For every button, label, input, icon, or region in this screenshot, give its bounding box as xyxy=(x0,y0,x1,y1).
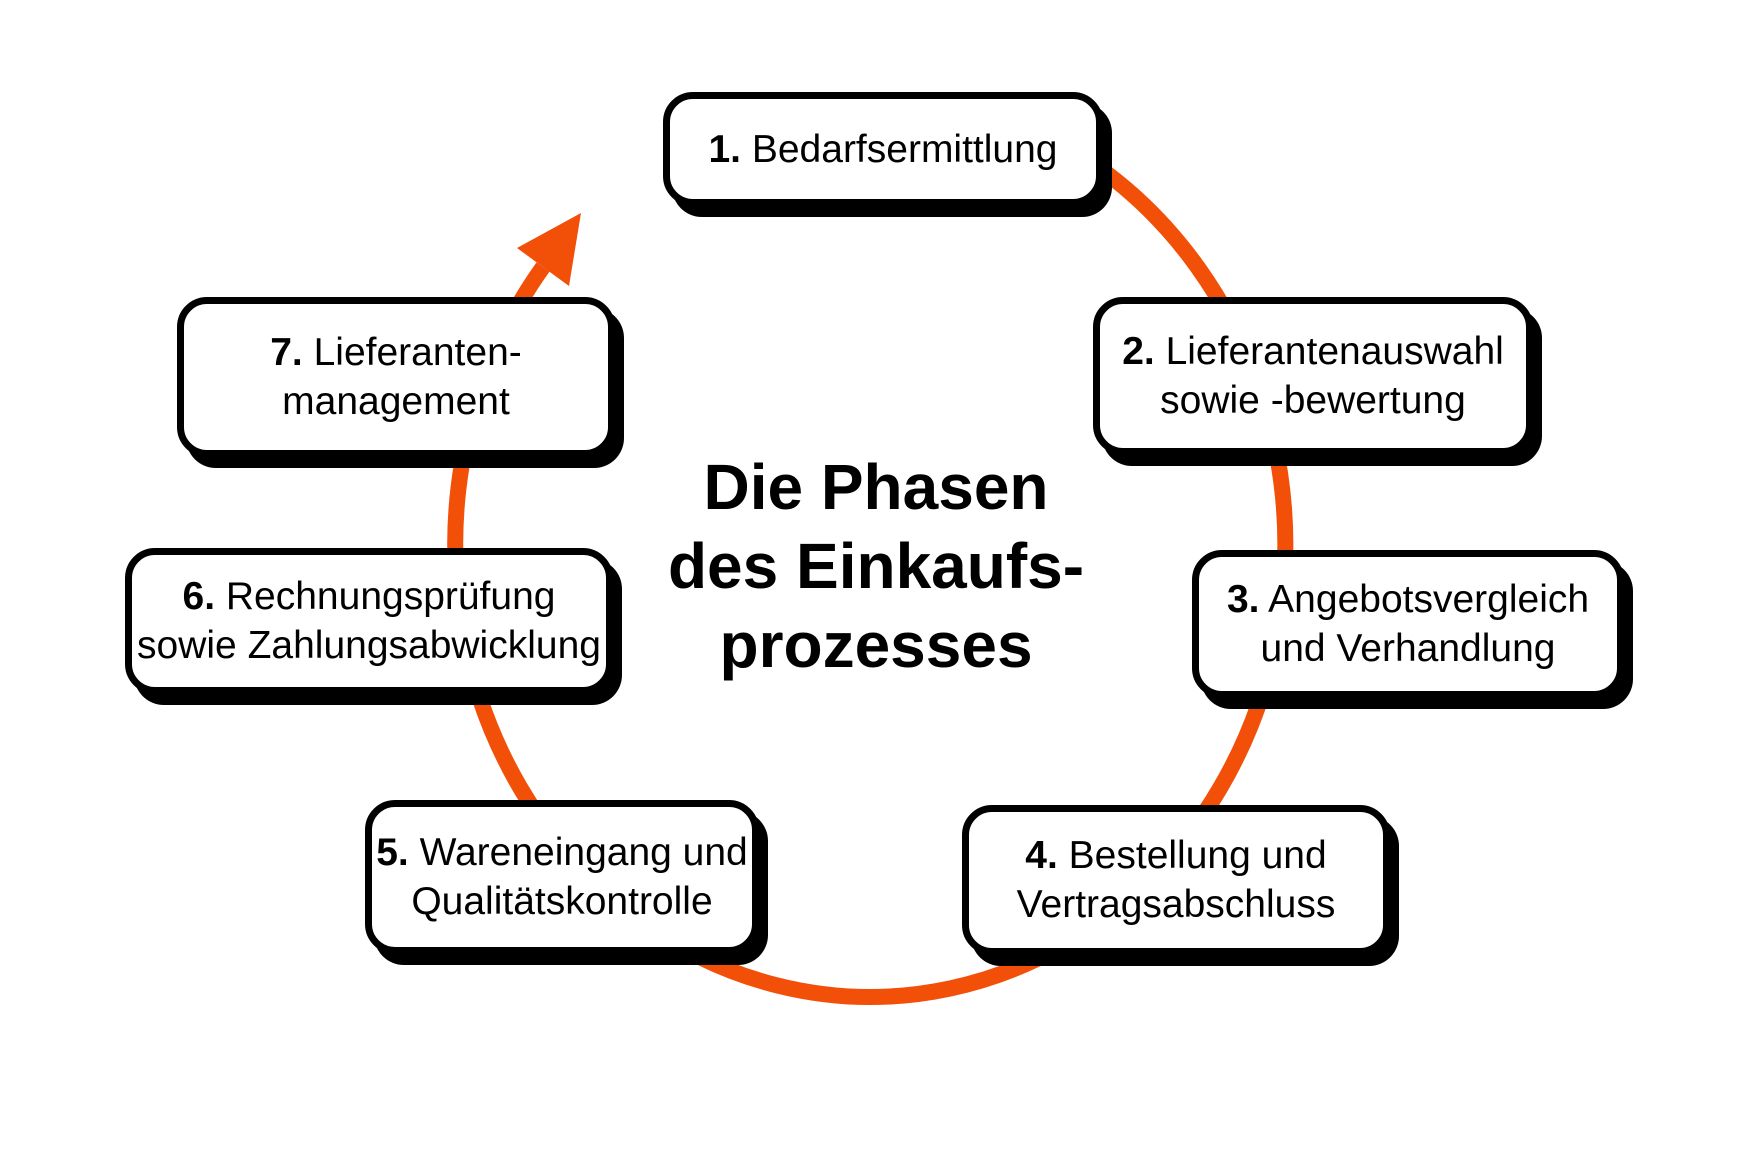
phase-5-number: 5. xyxy=(376,831,409,874)
phase-1-label: Bedarfsermittlung xyxy=(751,127,1058,171)
phase-7-line-1: 7. Lieferanten- xyxy=(270,328,522,377)
phase-4-label: Bestellung und xyxy=(1068,834,1327,877)
phase-5-line-2: Qualitätskontrolle xyxy=(411,880,713,923)
phase-3-label: Angebotsvergleich xyxy=(1268,578,1590,621)
phase-box-5: 5. Wareneingang und Qualitätskontrolle xyxy=(365,800,759,954)
title-line-3: prozesses xyxy=(719,609,1033,681)
phase-2-label: Lieferantenauswahl xyxy=(1165,330,1504,373)
diagram-title: Die Phasen des Einkaufs- prozesses xyxy=(566,448,1186,685)
phase-box-3: 3. Angebotsvergleich und Verhandlung xyxy=(1192,550,1624,698)
title-line-2: des Einkaufs- xyxy=(667,530,1085,602)
phase-6-label: Rechnungsprüfung xyxy=(225,575,556,618)
phase-5-line-1: 5. Wareneingang und xyxy=(376,828,748,877)
phase-3-line-1: 3. Angebotsvergleich xyxy=(1227,575,1589,624)
phase-box-4: 4. Bestellung und Vertragsabschluss xyxy=(962,805,1390,955)
cycle-arrowhead-icon xyxy=(517,213,581,286)
phase-4-line-2: Vertragsabschluss xyxy=(1016,883,1336,926)
phase-4-line-1: 4. Bestellung und xyxy=(1025,831,1326,880)
phase-4-number: 4. xyxy=(1025,834,1058,877)
phase-box-2: 2. Lieferantenauswahl sowie -bewertung xyxy=(1093,297,1533,455)
phase-6-line-2: sowie Zahlungsabwicklung xyxy=(137,624,601,667)
phase-6-line-1: 6. Rechnungsprüfung xyxy=(183,572,556,621)
phase-3-line-2: und Verhandlung xyxy=(1260,627,1556,670)
phase-1-number: 1. xyxy=(708,127,742,171)
phase-box-7: 7. Lieferanten- management xyxy=(177,297,615,457)
phase-2-line-2: sowie -bewertung xyxy=(1160,379,1466,422)
phase-6-number: 6. xyxy=(182,575,216,618)
phase-box-1: 1. Bedarfsermittlung xyxy=(663,92,1103,206)
phase-2-line-1: 2. Lieferantenauswahl xyxy=(1122,327,1504,376)
phase-1-line-1: 1. Bedarfsermittlung xyxy=(708,125,1057,174)
phase-7-label: Lieferanten- xyxy=(313,331,522,374)
phase-box-6: 6. Rechnungsprüfung sowie Zahlungsabwick… xyxy=(125,548,613,694)
phase-2-number: 2. xyxy=(1122,330,1155,373)
phase-3-number: 3. xyxy=(1226,578,1260,621)
phase-5-label: Wareneingang und xyxy=(419,831,748,874)
phase-7-line-2: management xyxy=(282,380,510,423)
phase-7-number: 7. xyxy=(270,331,303,374)
title-line-1: Die Phasen xyxy=(703,451,1049,523)
